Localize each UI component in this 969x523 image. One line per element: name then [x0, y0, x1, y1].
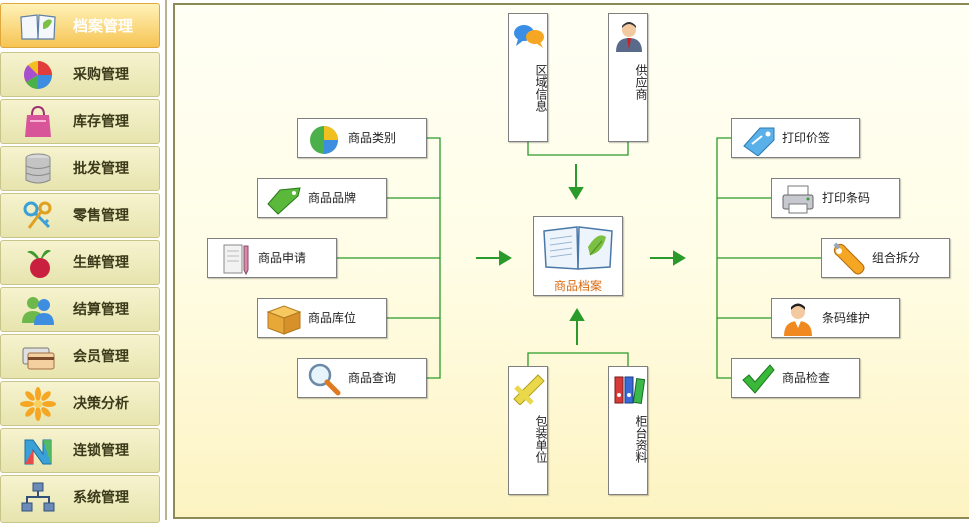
printer-icon: [782, 185, 814, 214]
node-product-category[interactable]: 商品类别: [297, 118, 427, 158]
node-label: 商品库位: [308, 311, 357, 325]
node-label: 商品申请: [258, 251, 307, 265]
node-label: 商品检查: [782, 371, 831, 385]
sidebar-item-label: 结算管理: [73, 302, 129, 318]
sidebar-item-purchase[interactable]: 采购管理: [0, 52, 160, 97]
node-label: 柜台资料: [634, 415, 648, 463]
cards-icon: [22, 347, 55, 370]
sidebar-item-analysis[interactable]: 决策分析: [0, 381, 160, 426]
node-print-price-tag[interactable]: 打印价签: [731, 118, 860, 158]
ruler-icon: [513, 374, 545, 405]
pie-chart-icon: [24, 61, 52, 89]
node-product-check[interactable]: 商品检查: [731, 358, 860, 398]
node-label: 商品查询: [348, 371, 397, 385]
sidebar-item-system[interactable]: 系统管理: [0, 475, 160, 523]
node-product-archive[interactable]: 商品档案: [533, 216, 623, 296]
open-book-icon: [543, 226, 613, 270]
sidebar-item-label: 生鲜管理: [73, 255, 129, 271]
sidebar-item-label: 零售管理: [73, 208, 129, 224]
user-orange-icon: [784, 303, 812, 336]
sidebar-item-label: 档案管理: [73, 17, 134, 35]
node-label: 打印条码: [822, 191, 871, 205]
node-packaging-unit[interactable]: 包装单位: [508, 366, 548, 495]
sidebar-item-label: 批发管理: [73, 161, 129, 177]
sidebar-item-archive[interactable]: 档案管理: [0, 3, 160, 48]
pie-chart-icon: [310, 126, 338, 154]
chat-bubbles-icon: [514, 25, 544, 48]
node-label: 打印价签: [782, 131, 831, 145]
checkmark-icon: [742, 364, 775, 394]
person-icon: [616, 22, 642, 52]
book-icon: [20, 14, 56, 40]
flower-icon: [20, 387, 56, 421]
sidebar-item-wholesale[interactable]: 批发管理: [0, 146, 160, 191]
sidebar-item-label: 会员管理: [73, 349, 129, 365]
node-product-application[interactable]: 商品申请: [207, 238, 337, 278]
sidebar-item-label: 系统管理: [73, 490, 129, 506]
sidebar-item-retail[interactable]: 零售管理: [0, 193, 160, 238]
sidebar-item-member[interactable]: 会员管理: [0, 334, 160, 379]
node-supplier[interactable]: 供应商: [608, 13, 648, 142]
database-icon: [25, 153, 51, 184]
price-tag-icon: [743, 127, 775, 156]
sidebar: 档案管理 采购管理 库存管理 批发管理: [0, 0, 162, 523]
keys-icon: [23, 201, 52, 229]
vegetable-icon: [27, 249, 51, 278]
node-label: 商品品牌: [308, 191, 357, 205]
users-icon: [22, 297, 54, 325]
sidebar-item-label: 库存管理: [73, 114, 129, 130]
node-label: 区域信息: [534, 64, 548, 112]
notepad-icon: [223, 244, 249, 276]
node-label: 包装单位: [534, 415, 548, 463]
binders-icon: [614, 376, 646, 405]
node-label: 组合拆分: [872, 251, 921, 265]
node-product-location[interactable]: 商品库位: [257, 298, 387, 338]
crate-icon: [266, 305, 302, 335]
sidebar-item-inventory[interactable]: 库存管理: [0, 99, 160, 144]
node-print-barcode[interactable]: 打印条码: [771, 178, 900, 218]
sidebar-item-label: 采购管理: [73, 67, 129, 83]
node-product-query[interactable]: 商品查询: [297, 358, 427, 398]
wrench-icon: [833, 242, 865, 275]
magnifier-icon: [308, 363, 341, 396]
node-label: 条码维护: [822, 311, 871, 325]
node-label: 商品类别: [348, 131, 397, 145]
node-product-brand[interactable]: 商品品牌: [257, 178, 387, 218]
sidebar-item-chain[interactable]: 连锁管理: [0, 428, 160, 473]
sidebar-divider: [165, 0, 167, 520]
node-region-info[interactable]: 区域信息: [508, 13, 548, 142]
sidebar-item-fresh[interactable]: 生鲜管理: [0, 240, 160, 285]
node-barcode-maintenance[interactable]: 条码维护: [771, 298, 900, 338]
node-label: 供应商: [634, 64, 648, 100]
network-icon: [21, 482, 55, 512]
node-label: 商品档案: [553, 279, 602, 293]
chain-icon: [24, 439, 52, 465]
sidebar-item-settlement[interactable]: 结算管理: [0, 287, 160, 332]
sidebar-item-label: 连锁管理: [73, 443, 129, 459]
node-counter-data[interactable]: 柜台资料: [608, 366, 648, 495]
shopping-bag-icon: [25, 105, 51, 137]
tag-icon: [267, 187, 301, 215]
node-combine-split[interactable]: 组合拆分: [821, 238, 950, 278]
sidebar-item-label: 决策分析: [73, 396, 129, 412]
